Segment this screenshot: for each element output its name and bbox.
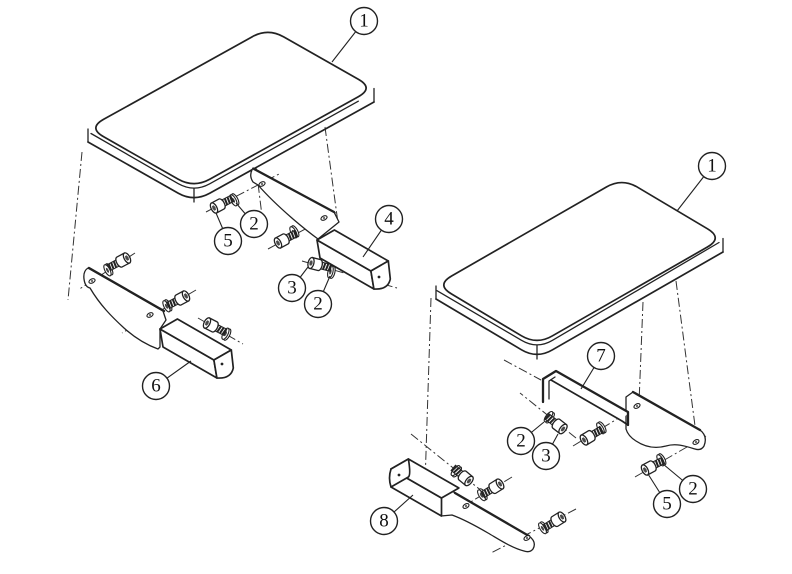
callout-5-left: 5 (213, 212, 243, 256)
bracket-8-arm (388, 458, 460, 517)
callout-circle (678, 474, 708, 504)
callout-8: 8 (369, 494, 414, 536)
callout-label: 5 (223, 231, 233, 252)
screw (478, 476, 507, 501)
construction-line (490, 508, 577, 554)
right-tray-panel (435, 181, 724, 360)
callout-2-right-upper: 2 (506, 421, 545, 456)
callout-circle (506, 426, 536, 456)
bracket-6-arm (159, 318, 235, 379)
right-assembly (388, 181, 724, 553)
callout-1-left: 1 (331, 6, 379, 63)
channel-lower-edge (550, 379, 629, 426)
callout-6: 6 (141, 360, 192, 401)
callout-circle (277, 273, 307, 303)
right-mount-plate (625, 390, 706, 451)
callout-label: 4 (384, 209, 394, 230)
arm-end-face (213, 349, 235, 379)
callout-label: 8 (379, 511, 389, 532)
screw (577, 423, 606, 448)
channel-inner-edge (548, 376, 556, 400)
callout-5-right: 5 (647, 473, 682, 519)
right-plate-face (625, 391, 706, 451)
callout-3-right: 3 (531, 433, 561, 471)
arm-end-hole (220, 362, 224, 366)
bracket-4-plate-edge (252, 167, 336, 214)
callout-2-left-lower: 2 (303, 275, 333, 319)
callout-label: 5 (662, 494, 672, 515)
callout-label: 7 (596, 346, 606, 367)
tray-top-face (95, 31, 367, 185)
bracket-8 (388, 458, 535, 553)
bracket-6-plate (83, 267, 167, 350)
construction-line (324, 126, 339, 224)
arm-end-hole (397, 473, 401, 477)
screw (540, 509, 569, 534)
callout-circle (303, 289, 333, 319)
callout-label: 1 (707, 156, 717, 177)
screw (200, 315, 229, 339)
bracket-4 (250, 167, 392, 290)
callout-2-left-upper: 2 (235, 202, 269, 239)
callout-label: 3 (541, 446, 551, 467)
callout-circle (369, 506, 399, 536)
bracket-6-plate-edge (87, 266, 166, 313)
screw (105, 250, 134, 274)
left-assembly (83, 31, 392, 379)
arm-end-hole (377, 275, 381, 279)
construction-line (424, 297, 432, 485)
channel-7 (541, 369, 630, 427)
construction-line (503, 359, 542, 381)
arm-end-face (388, 458, 411, 488)
screw (207, 192, 236, 216)
callout-label: 2 (249, 214, 259, 235)
callout-label: 2 (688, 479, 698, 500)
callout-circle (141, 371, 171, 401)
callout-circle (697, 151, 727, 181)
bracket-6 (83, 266, 235, 379)
callout-circle (652, 489, 682, 519)
tray-top-face (442, 181, 717, 342)
screw (271, 227, 300, 251)
callout-3-left: 3 (277, 266, 309, 303)
bracket-8-plate-edge (453, 491, 531, 538)
right-plate-edge (631, 390, 702, 432)
callout-label: 1 (359, 11, 369, 32)
callout-circle (374, 204, 404, 234)
left-tray-panel (87, 31, 375, 203)
construction-line (410, 433, 484, 493)
callout-4: 4 (362, 204, 404, 258)
callout-circle (531, 441, 561, 471)
callout-2-right-lower: 2 (662, 463, 708, 504)
callout-1-right: 1 (676, 151, 727, 212)
callout-label: 2 (516, 431, 526, 452)
channel-band-fill (549, 371, 629, 421)
callout-label: 6 (151, 376, 161, 397)
bracket-4-plate (250, 167, 340, 240)
callout-circle (213, 226, 243, 256)
callouts: 1 2 5 4 3 2 6 (141, 6, 727, 536)
arm-end-face (370, 260, 392, 290)
construction-line (675, 280, 698, 442)
bracket-4-arm (316, 229, 392, 290)
callout-7: 7 (580, 341, 616, 390)
callout-label: 3 (287, 278, 297, 299)
construction-line (638, 301, 644, 404)
callout-circle (349, 6, 379, 36)
screw (164, 288, 193, 312)
callout-circle (586, 341, 616, 371)
channel-outline (541, 369, 630, 427)
callout-label: 2 (313, 294, 323, 315)
construction-line (67, 151, 83, 301)
callout-circle (239, 209, 269, 239)
